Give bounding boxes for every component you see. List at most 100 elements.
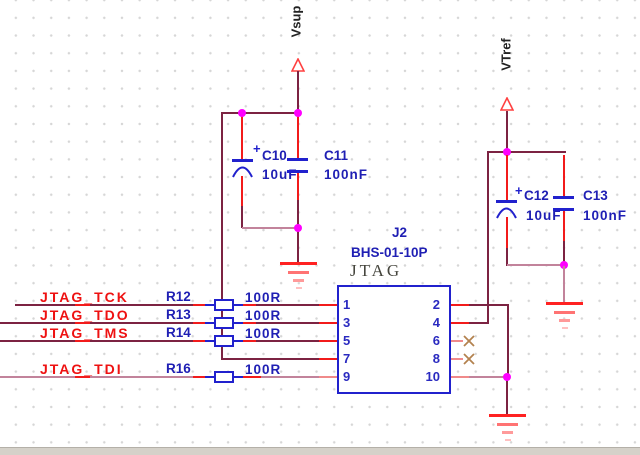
resistor-pin[interactable]: [233, 376, 243, 378]
no-connect-x-icon[interactable]: [462, 334, 476, 348]
wire[interactable]: [506, 248, 508, 266]
resistor-refdes[interactable]: R13: [166, 307, 191, 322]
capacitor-curved-plate-icon[interactable]: [232, 165, 253, 178]
capacitor-refdes[interactable]: C13: [583, 188, 608, 203]
capacitor-pin[interactable]: [506, 217, 508, 248]
net-label-jtag-tck[interactable]: JTAG_TCK: [40, 289, 129, 305]
wire[interactable]: [469, 304, 509, 306]
wire[interactable]: [256, 304, 319, 306]
connector-pin[interactable]: [319, 376, 337, 378]
resistor-value[interactable]: 100R: [245, 326, 282, 341]
wire[interactable]: [507, 264, 565, 266]
wire[interactable]: [261, 376, 319, 378]
resistor-value[interactable]: 100R: [245, 308, 282, 323]
wire[interactable]: [221, 112, 223, 360]
wire[interactable]: [488, 151, 566, 153]
wire[interactable]: [469, 376, 507, 378]
wire[interactable]: [506, 378, 508, 415]
capacitor-refdes[interactable]: C12: [524, 188, 549, 203]
capacitor-pin[interactable]: [563, 155, 565, 198]
junction-dot[interactable]: [294, 224, 302, 232]
wire[interactable]: [256, 322, 319, 324]
wire[interactable]: [297, 200, 299, 228]
net-label-jtag-tms[interactable]: JTAG_TMS: [40, 325, 130, 341]
wire[interactable]: [487, 151, 489, 324]
wire[interactable]: [242, 227, 299, 229]
junction-dot[interactable]: [503, 148, 511, 156]
junction-dot[interactable]: [294, 109, 302, 117]
resistor-refdes[interactable]: R12: [166, 289, 191, 304]
capacitor-pin[interactable]: [297, 173, 299, 200]
no-connect-x-icon[interactable]: [462, 352, 476, 366]
wire[interactable]: [0, 322, 193, 324]
resistor-symbol-r14[interactable]: [214, 335, 234, 347]
capacitor-pin[interactable]: [241, 176, 243, 206]
capacitor-plate[interactable]: [287, 170, 308, 173]
connector-pin[interactable]: [319, 358, 337, 360]
connector-pin[interactable]: [319, 304, 337, 306]
resistor-pin[interactable]: [205, 340, 215, 342]
connector-pin[interactable]: [451, 304, 469, 306]
wire[interactable]: [221, 112, 299, 114]
vsup-supply-arrow-icon[interactable]: [291, 58, 305, 72]
capacitor-value[interactable]: 100nF: [583, 208, 628, 223]
wire[interactable]: [563, 266, 565, 303]
resistor-value[interactable]: 100R: [245, 290, 282, 305]
net-label-jtag-tdo[interactable]: JTAG_TDO: [40, 307, 130, 323]
connector-part-number[interactable]: BHS-01-10P: [351, 245, 428, 260]
connector-pin[interactable]: [451, 376, 469, 378]
connector-symbol-j2[interactable]: [337, 285, 451, 394]
wire[interactable]: [256, 340, 319, 342]
connector-pin[interactable]: [319, 340, 337, 342]
resistor-pin[interactable]: [233, 322, 243, 324]
wire[interactable]: [297, 229, 299, 263]
resistor-pin[interactable]: [205, 304, 215, 306]
capacitor-plate[interactable]: [232, 159, 253, 162]
capacitor-pin[interactable]: [241, 116, 243, 160]
wire[interactable]: [241, 206, 243, 228]
junction-dot[interactable]: [503, 373, 511, 381]
resistor-refdes[interactable]: R14: [166, 325, 191, 340]
wire[interactable]: [15, 304, 193, 306]
connector-pin[interactable]: [319, 322, 337, 324]
connector-pin[interactable]: [451, 340, 463, 342]
wire[interactable]: [506, 111, 508, 152]
capacitor-pin[interactable]: [506, 155, 508, 202]
capacitor-plate[interactable]: [553, 196, 574, 199]
wire[interactable]: [0, 340, 193, 342]
resistor-pin[interactable]: [233, 340, 243, 342]
connector-pin[interactable]: [451, 322, 469, 324]
resistor-pin[interactable]: [205, 322, 215, 324]
capacitor-plate[interactable]: [496, 200, 517, 203]
resistor-symbol-r16[interactable]: [214, 371, 234, 383]
vtref-supply-arrow-icon[interactable]: [500, 97, 514, 111]
wire[interactable]: [297, 71, 299, 113]
capacitor-refdes[interactable]: C11: [324, 148, 349, 163]
capacitor-refdes[interactable]: C10: [262, 148, 287, 163]
junction-dot[interactable]: [560, 261, 568, 269]
resistor-value[interactable]: 100R: [245, 362, 282, 377]
capacitor-pin[interactable]: [297, 116, 299, 159]
capacitor-curved-plate-icon[interactable]: [496, 206, 517, 219]
vtref-net-label[interactable]: VTref: [498, 38, 514, 71]
capacitor-plate[interactable]: [553, 208, 574, 211]
resistor-pin[interactable]: [233, 304, 243, 306]
junction-dot[interactable]: [238, 109, 246, 117]
wire[interactable]: [507, 304, 509, 378]
wire[interactable]: [563, 241, 565, 266]
wire[interactable]: [0, 376, 193, 378]
capacitor-plate[interactable]: [287, 158, 308, 161]
capacitor-value[interactable]: 100nF: [324, 167, 369, 182]
resistor-refdes[interactable]: R16: [166, 361, 191, 376]
net-label-jtag-tdi[interactable]: JTAG_TDI: [40, 361, 123, 377]
connector-refdes[interactable]: J2: [391, 225, 408, 240]
capacitor-value[interactable]: 10uF: [526, 208, 562, 223]
wire[interactable]: [221, 358, 319, 360]
wire[interactable]: [469, 322, 489, 324]
resistor-symbol-r12[interactable]: [214, 299, 234, 311]
connector-symbol-name[interactable]: JTAG: [350, 261, 403, 280]
capacitor-pin[interactable]: [563, 211, 565, 241]
resistor-symbol-r13[interactable]: [214, 317, 234, 329]
resistor-pin[interactable]: [205, 376, 215, 378]
vsup-net-label[interactable]: Vsup: [288, 5, 304, 38]
